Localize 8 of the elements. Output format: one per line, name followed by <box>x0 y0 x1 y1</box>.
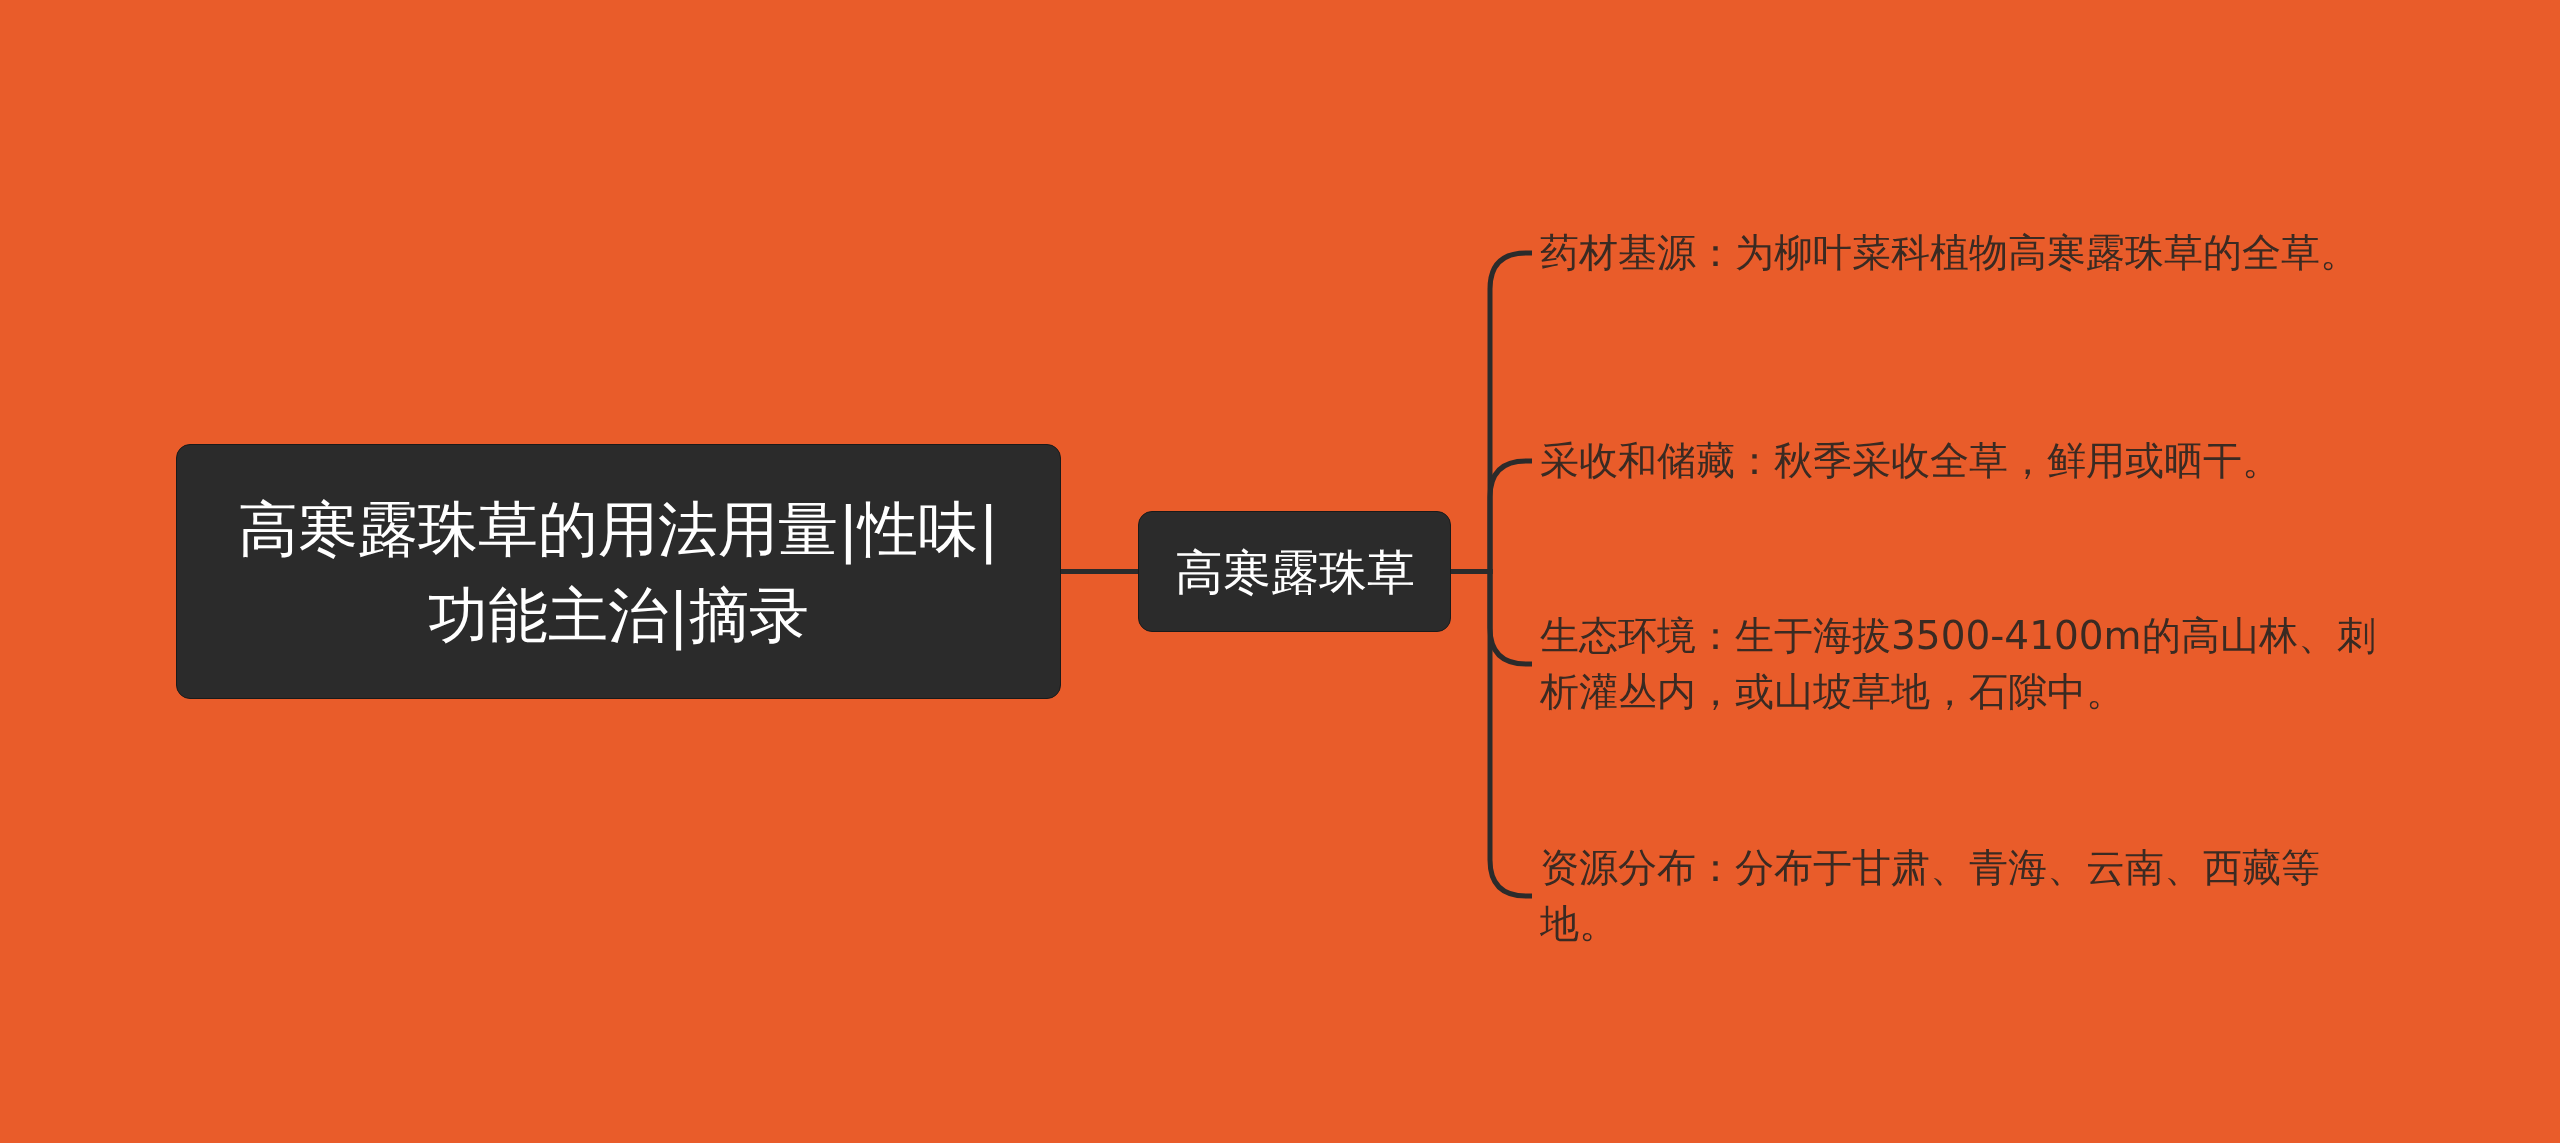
topic-box: 高寒露珠草的用法用量|性味|功能主治|摘录 <box>176 444 1061 699</box>
connector-line <box>1451 569 1532 899</box>
subtopic-box: 高寒露珠草 <box>1138 511 1451 632</box>
connector-line <box>1061 569 1138 574</box>
leaf-text: 采收和储藏：秋季采收全草，鲜用或晒干。 <box>1540 437 2281 485</box>
leaf-text: 资源分布：分布于甘肃、青海、云南、西藏等地。 <box>1540 844 2321 948</box>
leaf-text: 生态环境：生于海拔3500-4100m的高山林、刺析灌丛内，或山坡草地，石隙中。 <box>1540 612 2377 716</box>
leaf-text: 药材基源：为柳叶菜科植物高寒露珠草的全草。 <box>1540 229 2359 277</box>
